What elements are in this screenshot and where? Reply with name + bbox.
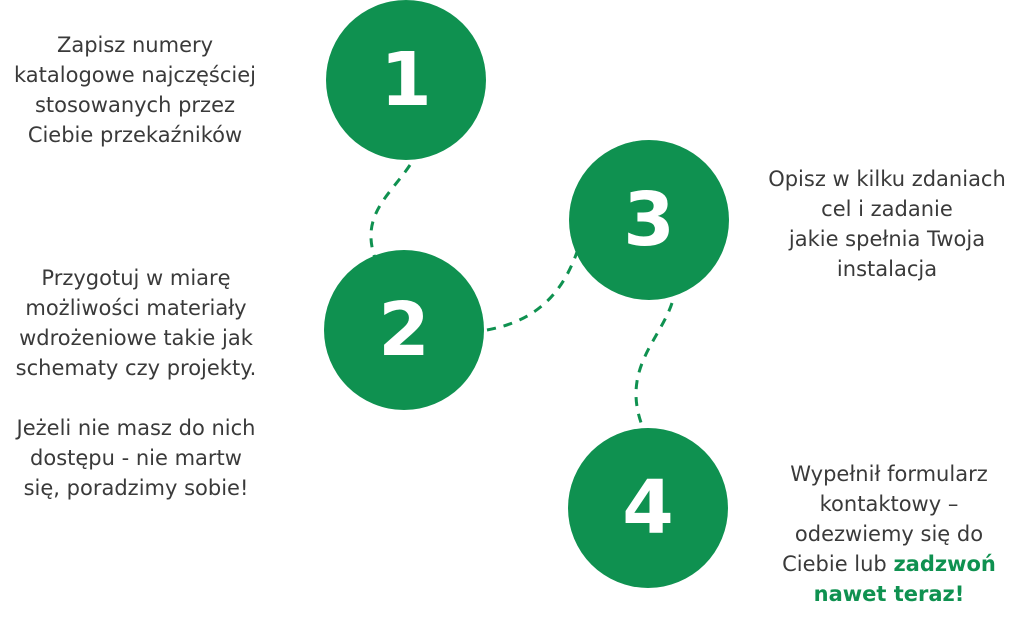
connector-2-3 [486, 251, 579, 332]
step-3-line: jakie spełnia Twoja [788, 227, 986, 251]
step-2-line: schematy czy projekty. [15, 356, 257, 380]
step-1-circle: 1 [326, 0, 486, 160]
step-3-line: Opisz w kilku zdaniach [768, 167, 1006, 191]
step-3-line: cel i zadanie [821, 197, 953, 221]
call-link[interactable]: zadzwoń [893, 552, 996, 576]
step-3-line: instalacja [836, 257, 938, 281]
step-2-line: możliwości materiały [25, 296, 247, 320]
step-1-line: stosowanych przez [34, 93, 236, 117]
step-4-line-with-link: Ciebie lub zadzwoń [754, 549, 1024, 579]
step-2-circle: 2 [324, 250, 484, 410]
step-4-number: 4 [622, 465, 674, 551]
step-2-text: Przygotuj w miarę możliwości materiały w… [0, 263, 272, 503]
step-4-line: Ciebie lub [782, 552, 894, 576]
step-4-line: odezwiemy się do [794, 522, 984, 546]
step-1-line: Zapisz numery [56, 33, 214, 57]
step-2-extra-line: dostępu - nie martw [30, 446, 242, 470]
connector-1-2 [369, 164, 412, 259]
step-1-line: katalogowe najczęściej [14, 63, 256, 87]
step-3-number: 3 [623, 177, 675, 263]
step-1-number: 1 [380, 37, 432, 123]
step-3-text: Opisz w kilku zdaniach cel i zadanie jak… [752, 164, 1022, 284]
step-2-extra-line: Jeżeli nie masz do nich [16, 416, 256, 440]
step-2-extra-line: się, poradzimy sobie! [23, 476, 249, 500]
step-4-circle: 4 [568, 428, 728, 588]
paragraph-gap [0, 383, 272, 413]
step-2-line: wdrożeniowe takie jak [19, 326, 253, 350]
step-4-line: Wypełnił formularz [790, 462, 988, 486]
step-4-line: kontaktowy – [819, 492, 959, 516]
connector-3-4 [634, 302, 674, 429]
step-2-number: 2 [378, 287, 430, 373]
step-3-circle: 3 [569, 140, 729, 300]
step-1-text: Zapisz numery katalogowe najczęściej sto… [0, 30, 270, 150]
step-2-line: Przygotuj w miarę [41, 266, 231, 290]
step-1-line: Ciebie przekaźników [27, 123, 243, 147]
call-now-link[interactable]: nawet teraz! [813, 582, 965, 606]
step-4-text: Wypełnił formularz kontaktowy – odezwiem… [754, 459, 1024, 609]
step-4-link-line: nawet teraz! [754, 579, 1024, 609]
